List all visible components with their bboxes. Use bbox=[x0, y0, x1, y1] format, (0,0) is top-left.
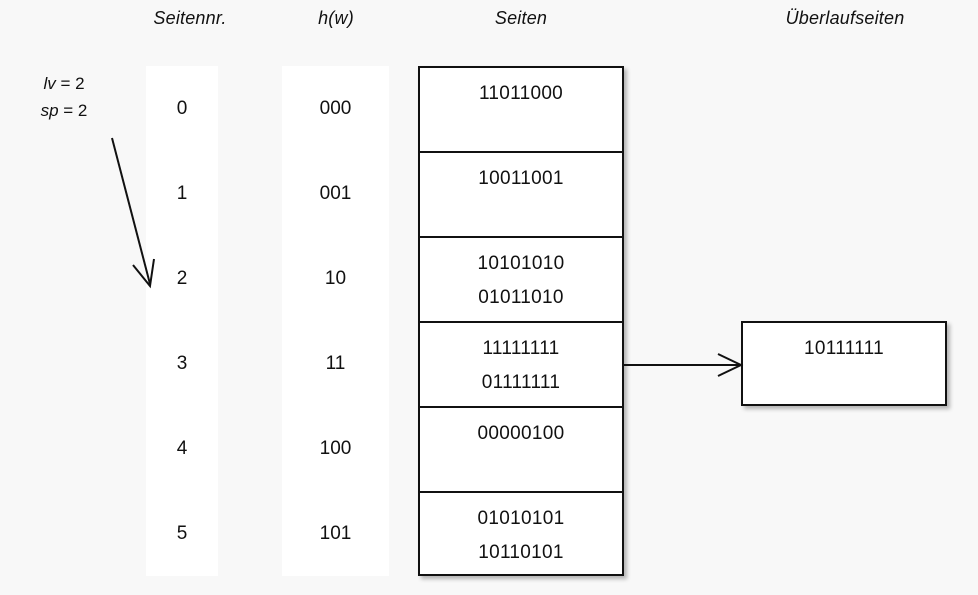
page-cell: 10101010 01011010 bbox=[420, 238, 622, 323]
column-header-seitennr: Seitennr. bbox=[153, 8, 227, 28]
column-header-hw: h(w) bbox=[318, 8, 354, 28]
page-entry: 11011000 bbox=[478, 83, 564, 104]
hw-cell: 000 bbox=[319, 98, 352, 119]
hw-cell: 001 bbox=[319, 183, 352, 204]
param-lv-name: lv bbox=[43, 74, 56, 93]
seitennr-cell: 0 bbox=[176, 98, 188, 119]
column-header-seiten: Seiten bbox=[494, 8, 548, 28]
page-cell: 11111111 01111111 bbox=[420, 323, 622, 408]
pages-table: 11011000 10011001 10101010 01011010 1111… bbox=[418, 66, 624, 576]
hw-cell: 101 bbox=[319, 523, 352, 544]
seitennr-cell: 5 bbox=[176, 523, 188, 544]
page-entry: 00000100 bbox=[477, 423, 565, 444]
param-sp-name: sp bbox=[40, 101, 59, 120]
page-entry: 10110101 bbox=[478, 542, 564, 563]
seitennr-cell: 1 bbox=[176, 183, 188, 204]
param-lv: lv = 2 bbox=[8, 70, 120, 97]
page-cell: 11011000 bbox=[420, 68, 622, 153]
param-sp: sp = 2 bbox=[8, 97, 120, 124]
page-entry: 01111111 bbox=[481, 372, 561, 393]
overflow-link-arrow bbox=[624, 353, 744, 377]
page-entry: 10011001 bbox=[478, 168, 564, 189]
overflow-page-box: 10111111 bbox=[741, 321, 947, 406]
param-lv-value: = 2 bbox=[55, 74, 85, 93]
overflow-page-entry: 10111111 bbox=[804, 338, 884, 359]
seitennr-column: 0 1 2 3 4 5 bbox=[146, 66, 218, 576]
page-cell: 10011001 bbox=[420, 153, 622, 238]
seitennr-cell: 2 bbox=[176, 268, 188, 289]
hw-cell: 11 bbox=[325, 353, 346, 374]
hw-column: 000 001 10 11 100 101 bbox=[282, 66, 389, 576]
page-entry: 01010101 bbox=[477, 508, 565, 529]
page-cell: 00000100 bbox=[420, 408, 622, 493]
parameter-block: lv = 2 sp = 2 bbox=[8, 70, 120, 124]
hw-cell: 100 bbox=[319, 438, 352, 459]
page-entry: 10101010 bbox=[477, 253, 565, 274]
param-sp-value: = 2 bbox=[58, 101, 88, 120]
seitennr-cell: 3 bbox=[176, 353, 188, 374]
page-entry: 01011010 bbox=[478, 287, 564, 308]
column-header-ueberlaufseiten: Überlaufseiten bbox=[785, 8, 905, 28]
seitennr-cell: 4 bbox=[176, 438, 188, 459]
page-entry: 11111111 bbox=[482, 338, 560, 359]
page-cell: 01010101 10110101 bbox=[420, 493, 622, 578]
hw-cell: 10 bbox=[324, 268, 347, 289]
